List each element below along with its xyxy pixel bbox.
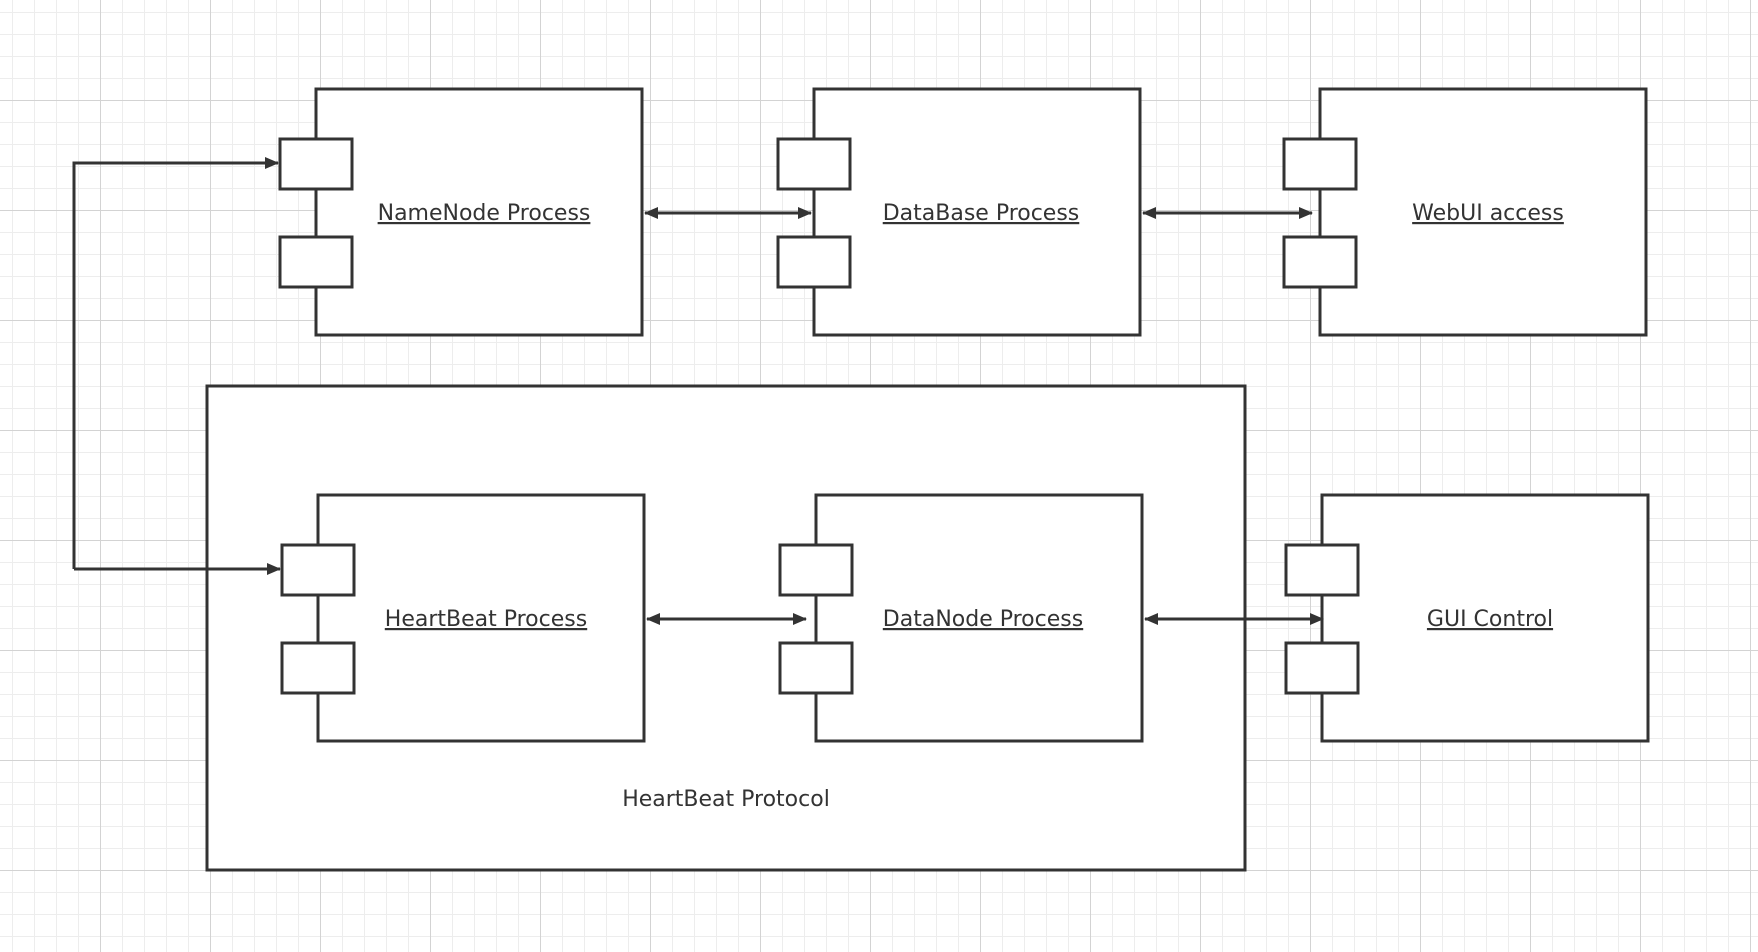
component-database-process[interactable]: DataBase Process (776, 87, 1142, 337)
component-label: GUI Control (1427, 607, 1553, 632)
component-heartbeat-process[interactable]: HeartBeat Process (280, 493, 646, 743)
component-label: HeartBeat Process (385, 607, 587, 632)
port-bottom (776, 235, 852, 289)
port-bottom (778, 641, 854, 695)
component-gui-control[interactable]: GUI Control (1284, 493, 1650, 743)
port-top (1284, 543, 1360, 597)
component-label: NameNode Process (378, 201, 591, 226)
component-webui-access[interactable]: WebUI access (1282, 87, 1648, 337)
component-label: DataBase Process (883, 201, 1080, 226)
component-label: DataNode Process (883, 607, 1083, 632)
component-body (1318, 87, 1648, 337)
port-top (278, 137, 354, 191)
component-body (814, 493, 1144, 743)
port-top (778, 543, 854, 597)
component-body (1320, 493, 1650, 743)
port-top (1282, 137, 1358, 191)
connector-heartbeat-namenode-line[interactable] (72, 157, 279, 569)
port-top (776, 137, 852, 191)
component-datanode-process[interactable]: DataNode Process (778, 493, 1144, 743)
component-body (314, 87, 644, 337)
component-body (812, 87, 1142, 337)
port-bottom (280, 641, 356, 695)
port-bottom (1282, 235, 1358, 289)
port-bottom (278, 235, 354, 289)
component-label: WebUI access (1412, 201, 1564, 226)
component-namenode-process[interactable]: NameNode Process (278, 87, 644, 337)
port-top (280, 543, 356, 597)
component-body (316, 493, 646, 743)
container-label: HeartBeat Protocol (622, 787, 830, 812)
port-bottom (1284, 641, 1360, 695)
